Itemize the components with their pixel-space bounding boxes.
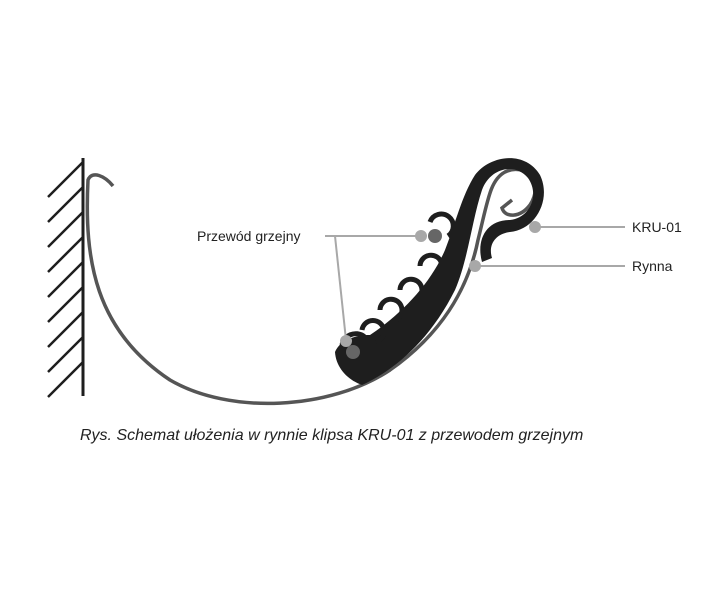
clip-hooks — [339, 211, 456, 362]
heating-cable-lower — [346, 345, 360, 359]
leader-lines — [325, 221, 625, 347]
gutter-label: Rynna — [632, 258, 673, 274]
heating-cable-upper — [428, 229, 442, 243]
wall — [47, 158, 85, 398]
heating-cable-label: Przewód grzejny — [197, 228, 301, 244]
figure-caption: Rys. Schemat ułożenia w rynnie klipsa KR… — [80, 427, 584, 444]
clip-label: KRU-01 — [632, 219, 682, 235]
